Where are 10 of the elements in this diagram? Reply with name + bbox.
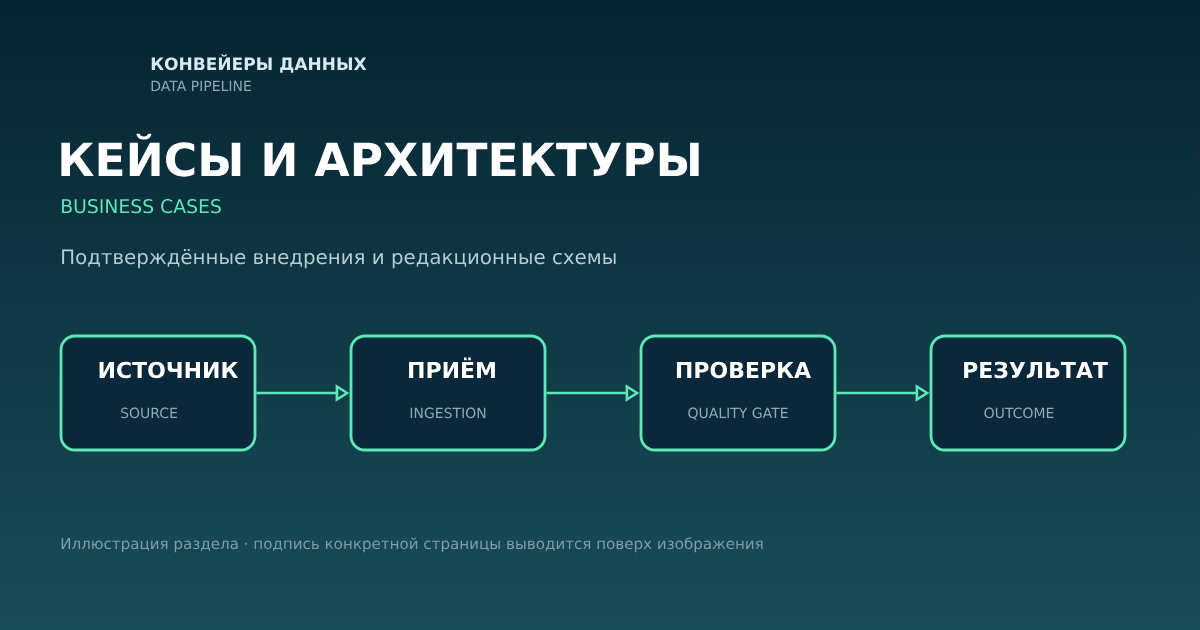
process-box: ПРИЁМ INGESTION — [349, 334, 547, 452]
page-title: КЕЙСЫ И АРХИТЕКТУРЫ — [61, 133, 699, 177]
subtitle: Подтверждённые внедрения и редакционные схемы — [62, 249, 616, 269]
process-box: ПРОВЕРКА QUALITY GATE — [639, 334, 837, 452]
footnote: Иллюстрация раздела · подпись конкретной страницы выводится поверх изображения — [61, 537, 763, 553]
process-box: РЕЗУЛЬТАТ OUTCOME — [929, 334, 1127, 452]
section-tag: BUSINESS CASES — [62, 199, 221, 214]
header-title: КОНВЕЙЕРЫ ДАННЫХ — [151, 54, 367, 73]
process-box: ИСТОЧНИК SOURCE — [59, 334, 257, 452]
header-subtitle: DATA PIPELINE — [151, 80, 251, 91]
